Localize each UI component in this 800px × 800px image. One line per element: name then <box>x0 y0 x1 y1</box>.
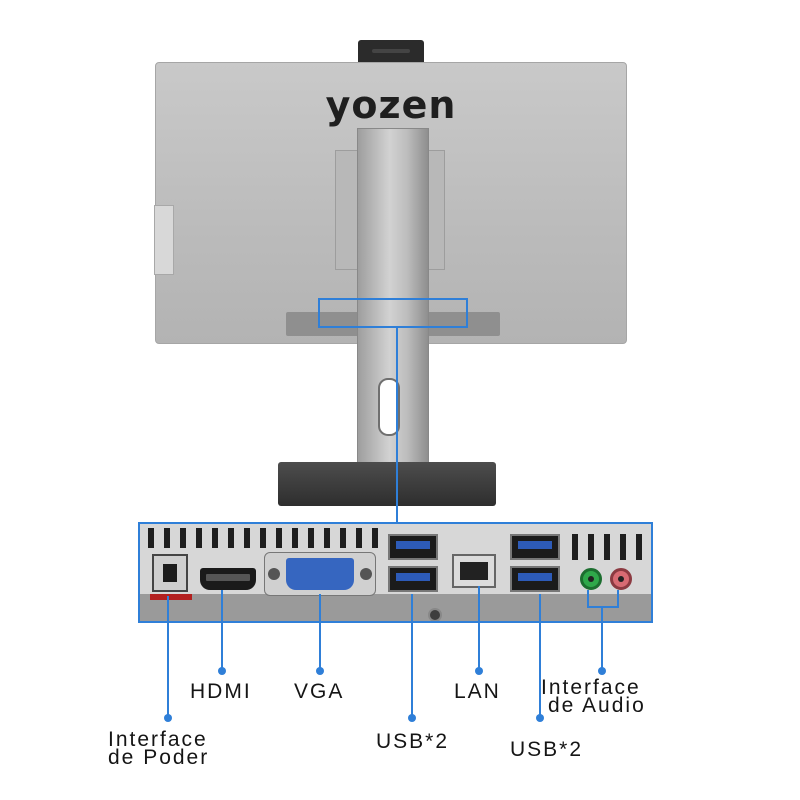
vent-slot <box>164 528 170 548</box>
io-lower-strip <box>140 594 651 621</box>
usb-stack-right <box>510 534 560 596</box>
label-audio-line1: Interface <box>541 676 641 699</box>
screw-hole <box>428 608 442 621</box>
callout-line-usb-left <box>411 594 413 716</box>
vent-slot <box>588 534 594 560</box>
usb-port <box>510 566 560 592</box>
vent-slot <box>324 528 330 548</box>
vent-slot <box>620 534 626 560</box>
callout-line-audio-green <box>587 590 589 608</box>
io-location-highlight <box>318 298 468 328</box>
callout-dot-hdmi <box>218 667 226 675</box>
label-usb-right: USB*2 <box>510 738 584 761</box>
audio-out-jack <box>580 568 602 590</box>
brand-logo: yozen <box>325 83 457 127</box>
callout-dot-power <box>164 714 172 722</box>
side-button <box>154 205 174 275</box>
label-hdmi: HDMI <box>190 680 252 703</box>
callout-line-audio <box>601 606 603 670</box>
label-lan: LAN <box>454 680 501 703</box>
callout-line-audio-pink <box>617 590 619 608</box>
callout-dot-usb-right <box>536 714 544 722</box>
callout-line-usb-right <box>539 594 541 716</box>
vent-slot <box>260 528 266 548</box>
usb-port <box>510 534 560 560</box>
vga-connector <box>286 558 354 590</box>
usb-port <box>388 534 438 560</box>
label-vga: VGA <box>294 680 345 703</box>
vga-port <box>264 552 376 596</box>
vent-slot <box>372 528 378 548</box>
io-panel-closeup <box>138 522 653 623</box>
io-leader-line <box>396 328 398 522</box>
vent-slot <box>228 528 234 548</box>
callout-line-vga <box>319 594 321 670</box>
vent-slot <box>276 528 282 548</box>
label-power-line2: de Poder <box>108 746 210 769</box>
label-audio-line2: de Audio <box>548 694 646 717</box>
usb-port <box>388 566 438 592</box>
hdmi-port <box>200 568 256 590</box>
callout-dot-audio <box>598 667 606 675</box>
label-power-line1: Interface <box>108 728 208 751</box>
callout-bracket-audio <box>587 606 619 608</box>
vent-slot <box>212 528 218 548</box>
vent-slot <box>244 528 250 548</box>
vga-screw-left <box>268 568 280 580</box>
vent-slot <box>636 534 642 560</box>
vent-slot <box>340 528 346 548</box>
callout-dot-usb-left <box>408 714 416 722</box>
callout-line-lan <box>478 586 480 670</box>
webcam <box>358 40 424 64</box>
vga-screw-right <box>360 568 372 580</box>
vent-slot <box>196 528 202 548</box>
callout-line-hdmi <box>221 590 223 670</box>
usb-stack-left <box>388 534 438 596</box>
lan-port <box>452 554 496 588</box>
label-usb-left: USB*2 <box>376 730 450 753</box>
vent-slot <box>604 534 610 560</box>
vent-slot <box>292 528 298 548</box>
callout-line-power <box>167 596 169 716</box>
vent-slot <box>148 528 154 548</box>
vent-slot <box>572 534 578 560</box>
vent-slot <box>356 528 362 548</box>
vent-slot <box>180 528 186 548</box>
callout-dot-lan <box>475 667 483 675</box>
mic-in-jack <box>610 568 632 590</box>
stand-base <box>278 462 496 506</box>
power-red-accent <box>150 594 192 600</box>
vent-slot <box>308 528 314 548</box>
cable-management-slot <box>378 378 400 436</box>
callout-dot-vga <box>316 667 324 675</box>
power-jack-port <box>152 554 188 592</box>
